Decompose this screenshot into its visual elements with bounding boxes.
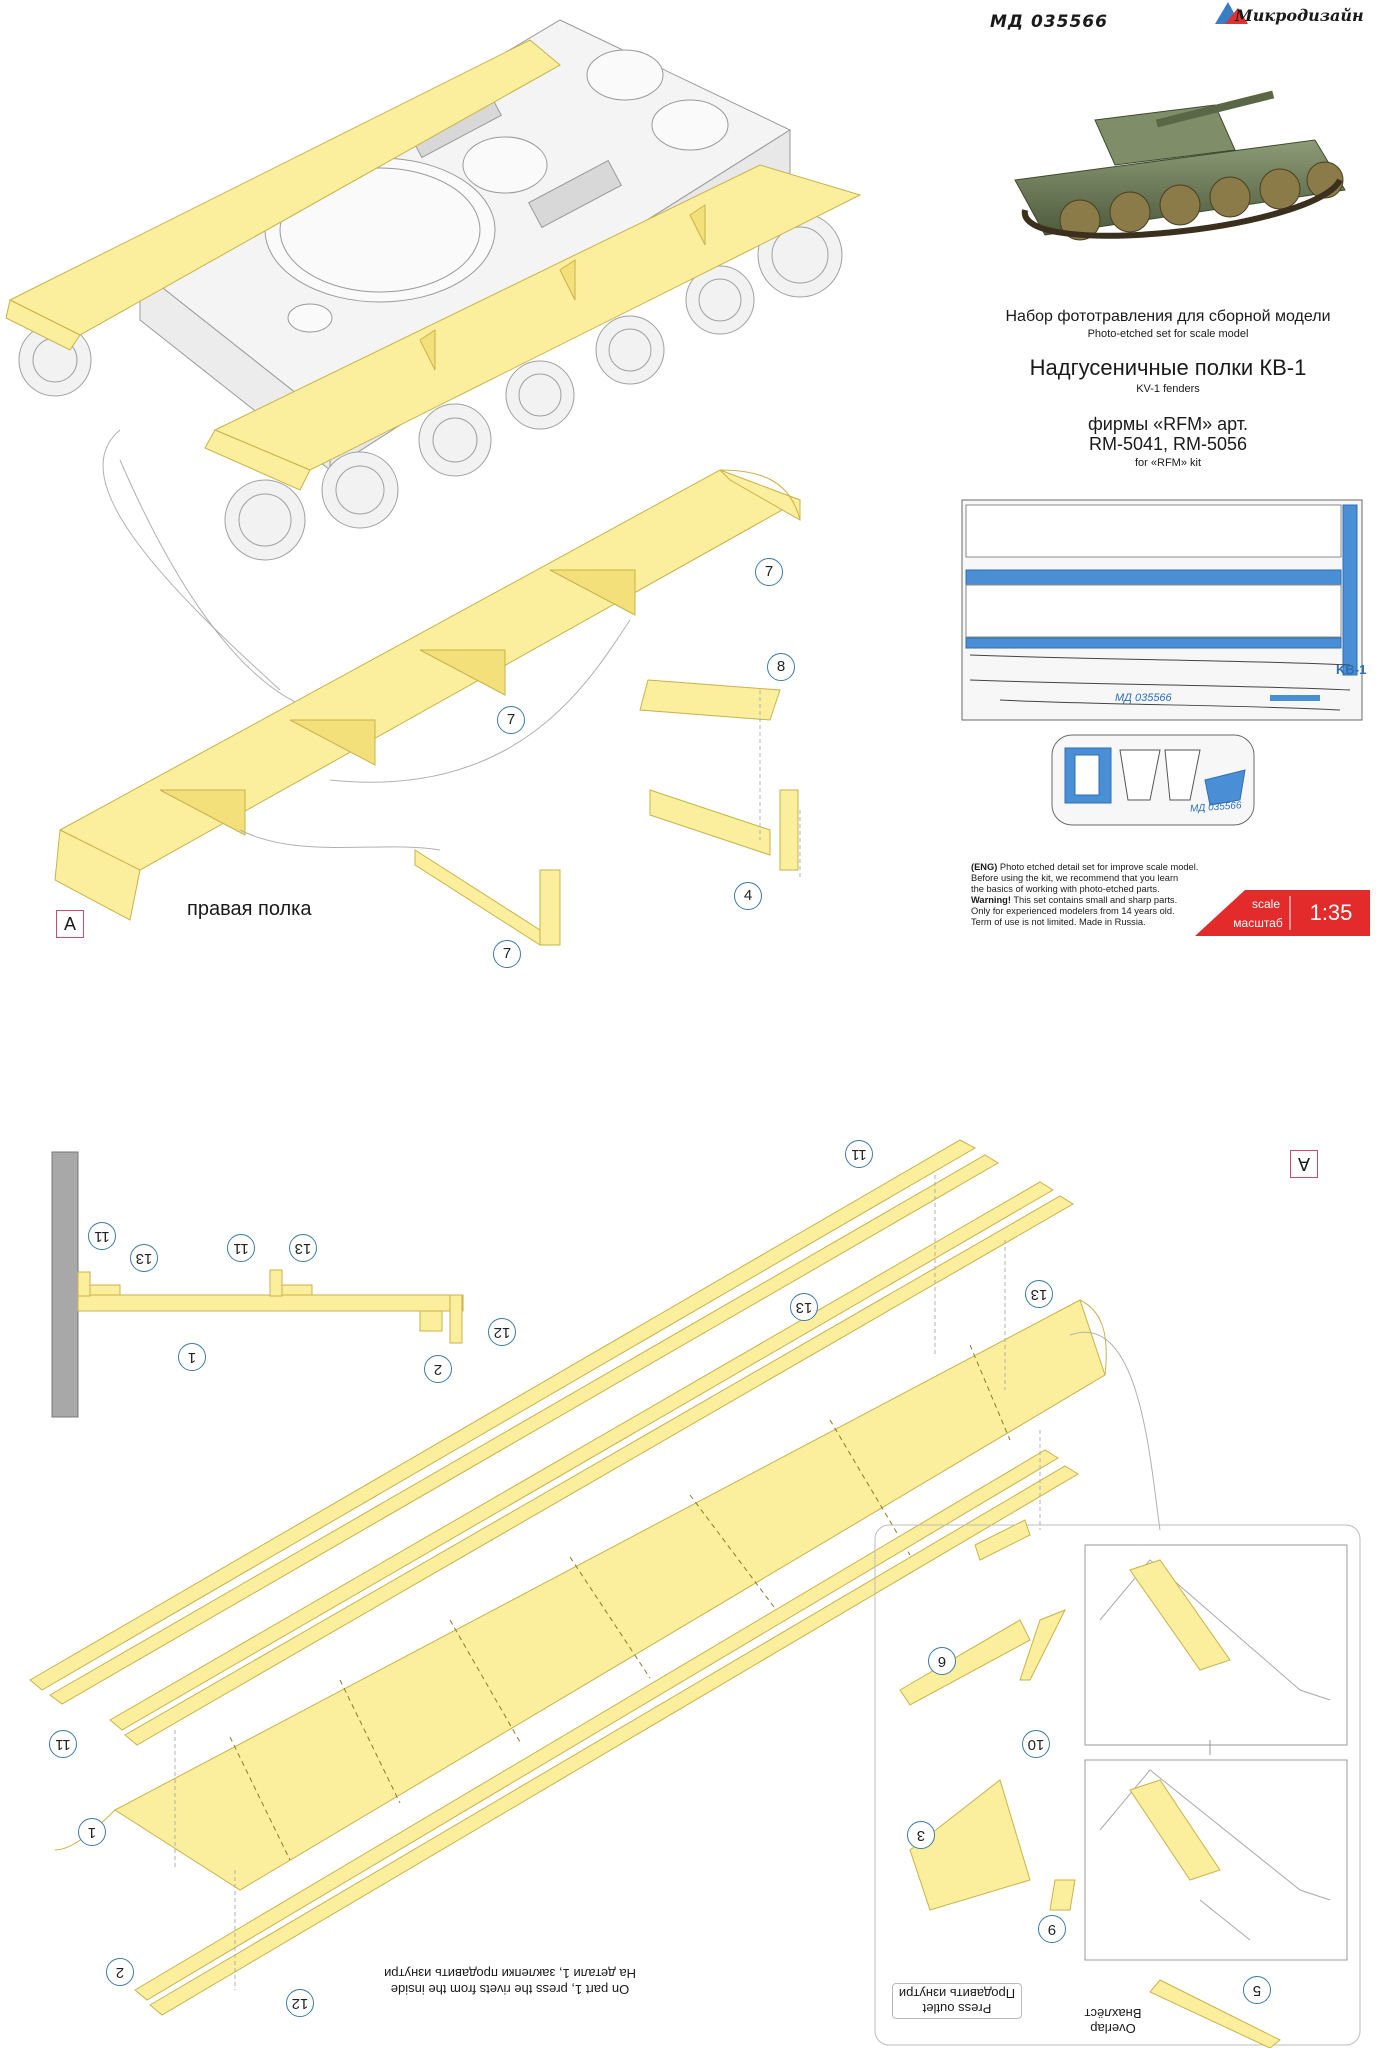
scale-banner bbox=[1195, 890, 1370, 936]
profile-section bbox=[51, 1151, 464, 1418]
callout-part-1: 1 bbox=[178, 1343, 206, 1371]
callout-part-11: 11 bbox=[49, 1730, 77, 1758]
callout-part-13: 13 bbox=[1025, 1280, 1053, 1308]
pe-sheet-2 bbox=[1051, 734, 1255, 826]
callout-part-6: 6 bbox=[928, 1647, 956, 1675]
detail-inset bbox=[874, 1519, 1361, 2048]
scale-value: 1:35 bbox=[1309, 900, 1353, 925]
fender-strips bbox=[29, 1139, 1079, 2016]
callout-part-13: 13 bbox=[289, 1234, 317, 1262]
kit-ru-line2: RM-5041, RM-5056 bbox=[1088, 434, 1248, 454]
brand-logo bbox=[1215, 2, 1248, 24]
press-note: Press outlet Продавить изнутри bbox=[892, 1983, 1022, 2019]
title-en: KV-1 fenders bbox=[1136, 383, 1200, 395]
tank-photo bbox=[985, 60, 1360, 275]
right-fender-drawing bbox=[54, 469, 802, 946]
callout-part-13: 13 bbox=[130, 1244, 158, 1272]
sheet-mark: KB-1 bbox=[1336, 662, 1367, 677]
title-ru: Надгусеничные полки КВ-1 bbox=[1029, 355, 1307, 380]
callout-part-1: 1 bbox=[78, 1818, 106, 1846]
callout-part-12: 12 bbox=[286, 1989, 314, 2017]
fender-on-tank bbox=[5, 39, 862, 491]
warning-text: (ENG) Photo etched detail set for improv… bbox=[971, 862, 1199, 927]
callout-part-11: 11 bbox=[88, 1222, 116, 1250]
view-label-a: A bbox=[56, 910, 84, 938]
sheet-code: МД 035566 bbox=[1115, 692, 1172, 704]
callout-part-2: 2 bbox=[424, 1355, 452, 1383]
rivets-note: On part 1, press the rivets from the ins… bbox=[384, 1966, 636, 1997]
brand-name: Микродизайн bbox=[1235, 6, 1364, 25]
subtitle-en: Photo-etched set for scale model bbox=[1087, 328, 1249, 340]
callout-part-7: 7 bbox=[493, 940, 521, 968]
kit-en: for «RFM» kit bbox=[1134, 457, 1201, 469]
callout-part-4: 4 bbox=[734, 882, 762, 910]
product-code: МД 035566 bbox=[990, 12, 1108, 32]
overlap-note: Overlap Внахлёст bbox=[1084, 2006, 1142, 2036]
scale-label-en: scale bbox=[1251, 897, 1280, 911]
pe-sheet-1 bbox=[961, 499, 1363, 721]
callout-part-10: 10 bbox=[1022, 1730, 1050, 1758]
callout-part-11: 11 bbox=[227, 1234, 255, 1262]
callout-part-5: 5 bbox=[1243, 1976, 1271, 2004]
scale-label-ru: масштаб bbox=[1233, 916, 1283, 930]
callout-part-8: 8 bbox=[767, 653, 795, 681]
warning-eng-tag: (ENG) bbox=[971, 862, 998, 872]
callout-part-13: 13 bbox=[790, 1293, 818, 1321]
subtitle-ru: Набор фототравления для сборной модели bbox=[1005, 308, 1331, 325]
view-label-a-flipped: A bbox=[1290, 1150, 1318, 1178]
callout-part-12: 12 bbox=[488, 1318, 516, 1346]
warning-tag: Warning! bbox=[971, 895, 1011, 905]
callout-part-11: 11 bbox=[845, 1140, 873, 1168]
right-fender-label: правая полка bbox=[187, 898, 312, 920]
callout-part-7: 7 bbox=[755, 558, 783, 586]
callout-part-7: 7 bbox=[497, 706, 525, 734]
callout-part-9: 9 bbox=[1038, 1915, 1066, 1943]
callout-part-3: 3 bbox=[907, 1821, 935, 1849]
kit-ru-line1: фирмы «RFM» арт. bbox=[1087, 414, 1249, 434]
callout-part-2: 2 bbox=[106, 1958, 134, 1986]
